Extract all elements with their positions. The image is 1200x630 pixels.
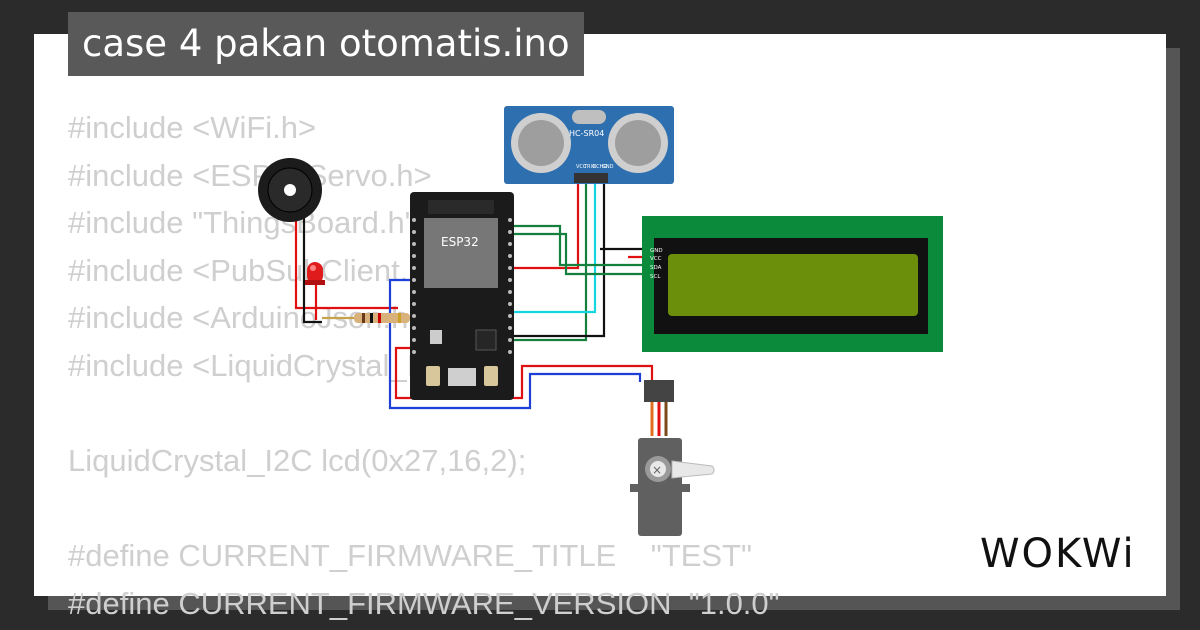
wire-red-lower xyxy=(394,346,654,400)
code-line: #define CURRENT_FIRMWARE_TITLE "TEST" xyxy=(68,538,753,574)
wire-buzzer-black xyxy=(302,214,322,324)
wire-blue-left xyxy=(388,278,642,410)
wires xyxy=(294,183,654,410)
esp32-label: ESP32 xyxy=(441,235,479,249)
wire-lcd-sda xyxy=(508,224,648,267)
project-title[interactable]: case 4 pakan otomatis.ino xyxy=(68,12,584,76)
led-red[interactable] xyxy=(305,262,325,285)
esp32-board[interactable]: ESP32 xyxy=(410,192,514,400)
ultrasonic-pin-trig: TRIG xyxy=(583,164,596,170)
ultrasonic-pin-gnd: GND xyxy=(602,164,614,170)
wire-sensor-gnd xyxy=(514,183,606,338)
svg-text:×: × xyxy=(652,463,662,477)
wokwi-logo[interactable]: WOKWi xyxy=(978,527,1148,577)
code-line: LiquidCrystal_I2C lcd(0x27,16,2); xyxy=(68,443,527,479)
servo-motor[interactable]: × xyxy=(630,380,715,536)
wire-buzzer-red xyxy=(294,214,398,310)
resistor[interactable] xyxy=(354,313,410,323)
wire-sensor-vcc xyxy=(508,183,580,270)
code-line: #define CURRENT_FIRMWARE_VERSION "1.0.0" xyxy=(68,585,780,621)
wokwi-logo-text: WOKWi xyxy=(980,531,1136,577)
lcd-pin-sda: SDA xyxy=(650,265,662,271)
wire-sensor-trig xyxy=(508,183,588,342)
lcd-pin-scl: SCL xyxy=(650,274,661,280)
wire-sensor-echo xyxy=(508,183,597,314)
esp32-pins-left xyxy=(412,218,416,354)
ultrasonic-pin-vcc: VCC xyxy=(576,164,587,170)
lcd-1602[interactable]: GND VCC SDA SCL xyxy=(642,216,943,352)
lcd-pin-vcc: VCC xyxy=(650,256,662,262)
esp32-pins-right xyxy=(508,218,512,354)
ultrasonic-pin-echo: ECHO xyxy=(593,164,607,170)
ultrasonic-sensor[interactable]: HC-SR04 VCC TRIG ECHO GND xyxy=(504,106,674,184)
code-line: #include <PubSubClient.h> xyxy=(68,252,444,288)
code-line: #include <WiFi.h> xyxy=(68,110,317,145)
lcd-pin-gnd: GND xyxy=(650,248,663,254)
ultrasonic-label: HC-SR04 xyxy=(569,129,604,138)
buzzer[interactable] xyxy=(258,158,322,222)
wire-lcd-scl xyxy=(508,232,648,276)
